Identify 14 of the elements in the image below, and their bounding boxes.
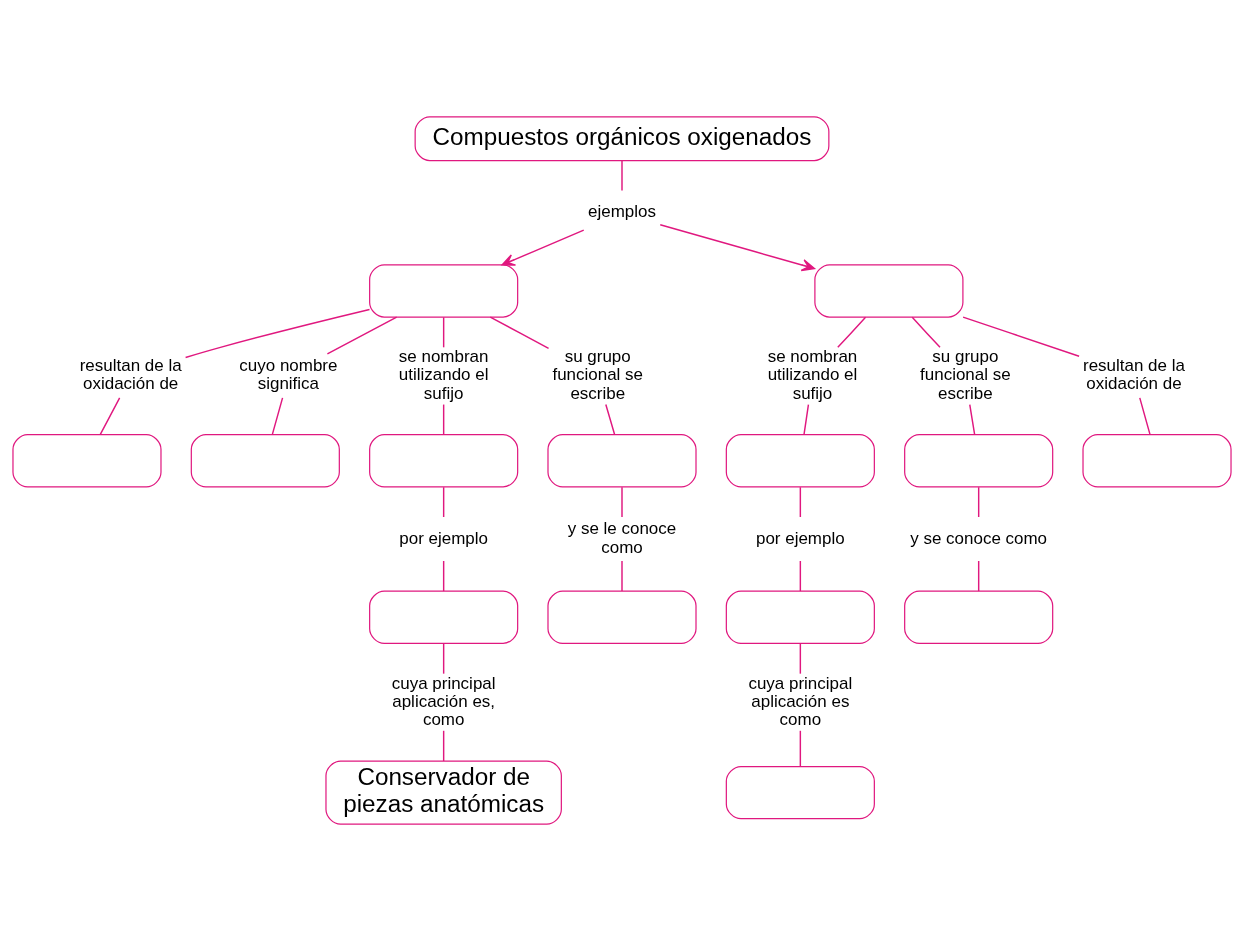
node-text: por ejemplo (399, 528, 488, 548)
node-text: cuyo nombre significa (239, 355, 338, 393)
node-text: su grupo funcional se escribe (920, 346, 1011, 403)
node-text: cuya principal aplicación es como (748, 673, 853, 729)
node-text: ejemplos (588, 201, 656, 221)
node-text: cuya principal aplicación es, como (391, 673, 496, 729)
node-text: su grupo funcional se escribe (552, 346, 644, 403)
node-text: resultan de la oxidación de (1083, 355, 1185, 393)
node-text: resultan de la oxidación de (79, 355, 182, 393)
node-text: por ejemplo (756, 528, 845, 548)
node-text: y se le conoce como (567, 518, 677, 557)
node-text: se nombran utilizando el sufijo (767, 346, 858, 403)
node-text: se nombran utilizando el sufijo (398, 346, 489, 403)
node-text: y se conoce como (910, 528, 1048, 548)
